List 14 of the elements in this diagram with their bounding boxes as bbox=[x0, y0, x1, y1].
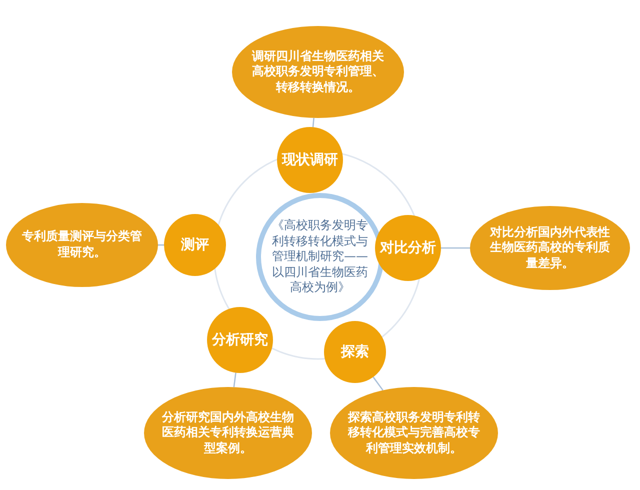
detail-ellipse: 分析研究国内外高校生物医药相关专利转换运营典型案例。 bbox=[144, 387, 312, 479]
connector-line bbox=[233, 372, 236, 388]
topic-circle: 对比分析 bbox=[375, 215, 441, 281]
topic-circle: 测评 bbox=[164, 214, 226, 276]
detail-ellipse: 调研四川省生物医药相关高校职务发明专利管理、转移转换情况。 bbox=[232, 26, 404, 118]
detail-ellipse: 对比分析国内外代表性生物医药高校的专利质量差异。 bbox=[470, 206, 630, 290]
detail-ellipse: 专利质量测评与分类管理研究。 bbox=[6, 203, 158, 287]
topic-circle: 探索 bbox=[324, 321, 386, 383]
detail-ellipse: 探索高校职务发明专利转移转化模式与完善高校专利管理实效机制。 bbox=[330, 387, 498, 479]
topic-circle: 分析研究 bbox=[207, 307, 273, 373]
topic-circle: 现状调研 bbox=[277, 127, 343, 193]
connector-line bbox=[372, 376, 384, 391]
connector-line bbox=[441, 247, 470, 249]
connector-line bbox=[312, 118, 314, 128]
